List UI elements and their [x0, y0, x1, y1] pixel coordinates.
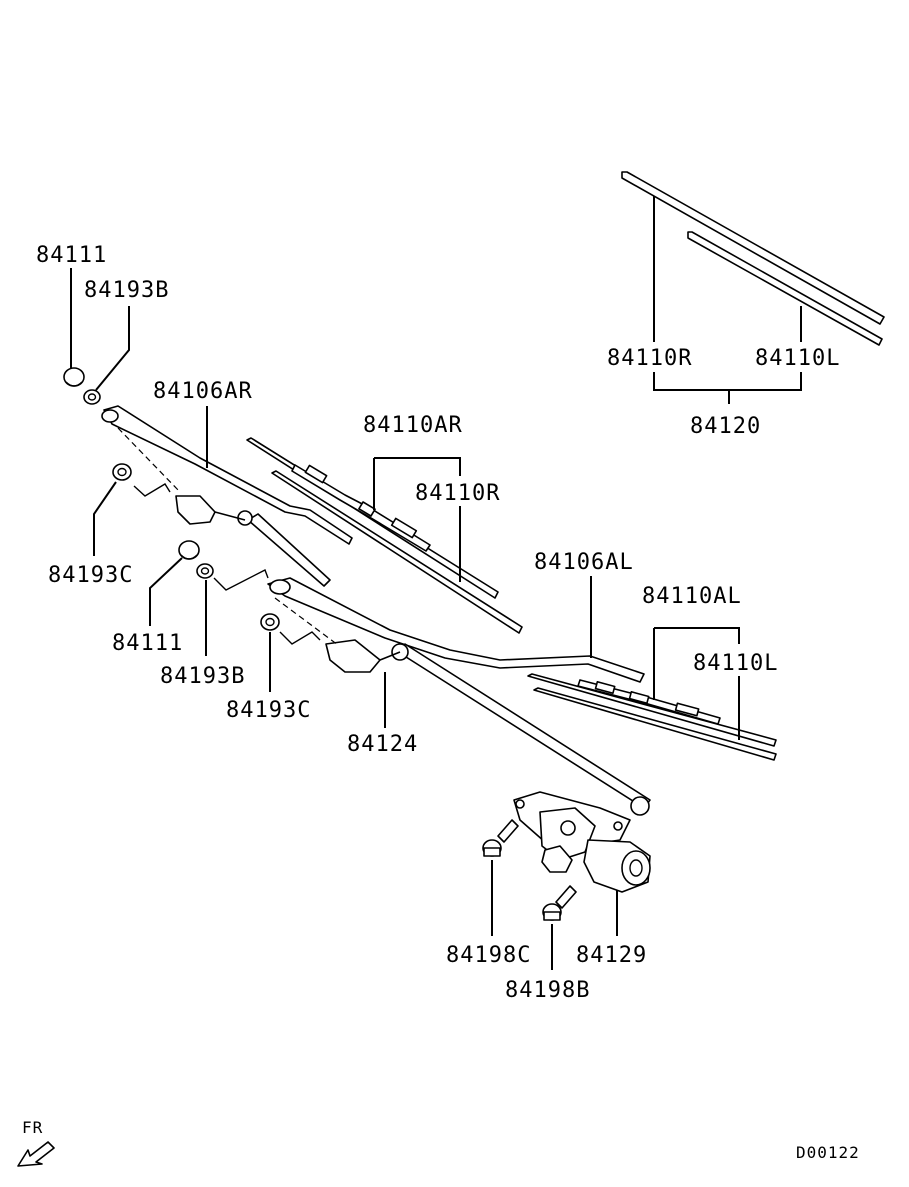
label-84106ar: 84106AR: [153, 379, 253, 404]
part-labels: 84111 84193B 84106AR 84110AR 84110R 8419…: [36, 243, 840, 1003]
label-84198c: 84198C: [446, 943, 531, 968]
linkage: [175, 495, 651, 816]
front-arrow-icon: [17, 1141, 55, 1167]
front-direction-indicator: FR: [17, 1118, 55, 1167]
label-84111-lower: 84111: [112, 631, 183, 656]
label-84106al: 84106AL: [534, 550, 634, 575]
label-84110l-blade: 84110L: [693, 651, 778, 676]
label-84110al: 84110AL: [642, 584, 742, 609]
label-84129: 84129: [576, 943, 647, 968]
label-84193c-upper: 84193C: [48, 563, 133, 588]
label-84198b: 84198B: [505, 978, 590, 1003]
label-84124: 84124: [347, 732, 418, 757]
label-fr: FR: [22, 1118, 43, 1137]
dashed-guides: [117, 427, 339, 646]
leader-lines: [70, 196, 802, 970]
label-84110r-blade: 84110R: [415, 481, 500, 506]
label-84120: 84120: [690, 414, 761, 439]
arm-right: [101, 405, 353, 545]
label-84193b-lower: 84193B: [160, 664, 245, 689]
label-84193b-upper: 84193B: [84, 278, 169, 303]
label-84193c-lower: 84193C: [226, 698, 311, 723]
label-84110ar: 84110AR: [363, 413, 463, 438]
wiper-motor: [513, 791, 651, 893]
label-84111-upper: 84111: [36, 243, 107, 268]
label-84110r-refill: 84110R: [607, 346, 692, 371]
diagram-code: D00122: [796, 1143, 860, 1162]
blade-left: [527, 673, 777, 761]
label-84110l-refill: 84110L: [755, 346, 840, 371]
blade-right: [246, 437, 523, 634]
nuts-caps: [63, 367, 280, 631]
arm-left: [267, 577, 645, 683]
refill-strips: [621, 171, 885, 346]
bolts: [482, 819, 577, 921]
